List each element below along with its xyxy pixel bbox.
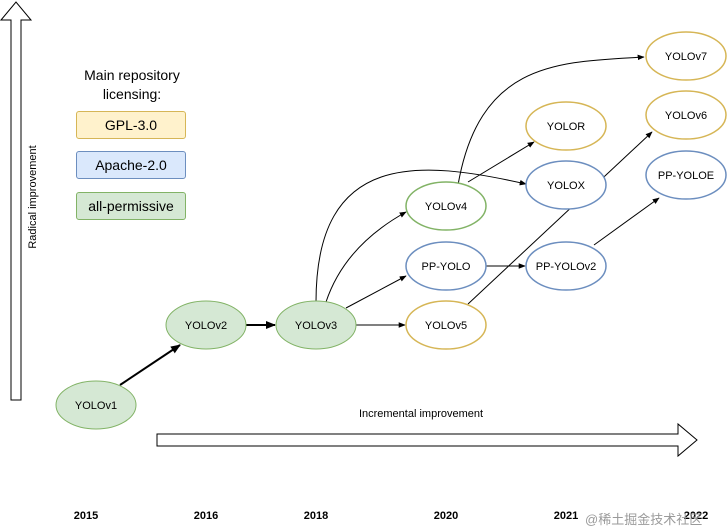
node-yolov2: YOLOv2 <box>165 300 247 350</box>
edge-yolov3-yolox <box>315 169 527 303</box>
node-ppyolov2: PP-YOLOv2 <box>525 241 607 291</box>
node-ppyolo-label: PP-YOLO <box>422 261 471 273</box>
legend-title-line2: licensing: <box>102 86 162 102</box>
node-ppyoloe-label: PP-YOLOE <box>658 170 714 182</box>
node-ppyoloe: PP-YOLOE <box>645 150 727 200</box>
node-yolox: YOLOX <box>525 160 607 210</box>
node-yolov3: YOLOv3 <box>275 300 357 350</box>
legend-title-line1: Main repository <box>84 67 180 83</box>
node-yolov5-label: YOLOv5 <box>425 320 467 332</box>
edge-yolov4-yolor <box>467 141 535 183</box>
edge-yolov1-yolov2 <box>119 344 181 386</box>
vertical-axis-label: Radical improvement <box>27 145 39 249</box>
year-label: 2016 <box>193 510 219 522</box>
node-yolor-label: YOLOR <box>547 121 586 133</box>
year-label: 2018 <box>303 510 329 522</box>
legend-item-apache: Apache-2.0 <box>76 151 186 179</box>
node-yolov4-label: YOLOv4 <box>425 201 467 213</box>
vertical-axis-arrow <box>0 1 33 401</box>
edge-ppyolov2-ppyoloe <box>593 197 660 246</box>
watermark: @稀土掘金技术社区 <box>585 512 703 527</box>
edge-yolov5-yolov6 <box>467 131 653 305</box>
horizontal-axis-arrow <box>156 422 698 458</box>
node-yolov2-label: YOLOv2 <box>185 320 227 332</box>
node-yolov6-label: YOLOv6 <box>665 110 707 122</box>
year-label: 2021 <box>553 510 579 522</box>
year-label: 2020 <box>433 510 459 522</box>
edge-yolov4-yolov7 <box>457 54 645 186</box>
node-ppyolov2-label: PP-YOLOv2 <box>536 261 597 273</box>
horizontal-axis-label: Incremental improvement <box>358 408 484 420</box>
edge-yolov3-yolov4 <box>325 211 407 303</box>
node-yolov6: YOLOv6 <box>645 90 727 140</box>
node-yolox-label: YOLOX <box>547 180 586 192</box>
legend-item-gpl: GPL-3.0 <box>76 111 186 139</box>
node-yolov1: YOLOv1 <box>55 380 137 430</box>
node-yolor: YOLOR <box>525 101 607 151</box>
year-label: 2022 <box>683 510 709 522</box>
node-yolov7-label: YOLOv7 <box>665 51 707 63</box>
node-yolov4: YOLOv4 <box>405 181 487 231</box>
node-yolov1-label: YOLOv1 <box>75 400 117 412</box>
node-ppyolo: PP-YOLO <box>405 241 487 291</box>
year-label: 2015 <box>73 510 99 522</box>
legend-title: Main repository licensing: <box>62 66 202 104</box>
node-yolov7: YOLOv7 <box>645 31 727 81</box>
node-yolov5: YOLOv5 <box>405 300 487 350</box>
node-yolov3-label: YOLOv3 <box>295 320 337 332</box>
legend-item-all-permissive: all-permissive <box>76 192 186 220</box>
edge-yolov3-ppyolo <box>345 275 407 309</box>
